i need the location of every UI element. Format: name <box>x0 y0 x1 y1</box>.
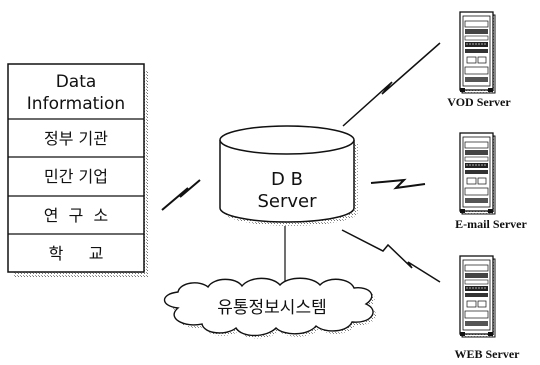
web-server-label: WEB Server <box>455 347 521 361</box>
db-server-label-line2: Server <box>257 191 317 212</box>
server-rack-icon <box>459 132 496 215</box>
vod-server-label: VOD Server <box>447 95 511 109</box>
row-private-company: 민간 기업 <box>44 167 108 186</box>
data-information-box: Data Information 정부 기관 민간 기업 연 구 소 학 교 <box>7 63 149 278</box>
server-rack-icon <box>459 11 496 94</box>
data-box-title-line1: Data <box>56 72 97 92</box>
lightning-link-icon <box>161 179 201 211</box>
row-research-institute: 연 구 소 <box>44 206 109 225</box>
row-school: 학 교 <box>49 244 104 263</box>
row-government: 정부 기관 <box>44 129 108 148</box>
db-server-label-line1: D B <box>271 169 303 190</box>
lightning-link-icon <box>370 178 426 190</box>
email-server-label: E-mail Server <box>455 217 527 231</box>
server-rack-icon <box>459 255 496 338</box>
cloud-label: 유통정보시스템 <box>217 298 326 318</box>
data-box-title-line2: Information <box>27 94 125 114</box>
lightning-link-icon <box>341 229 441 283</box>
cloud-icon: 유통정보시스템 <box>163 277 377 339</box>
database-cylinder-icon: D B Server <box>219 125 358 226</box>
lightning-link-icon <box>342 42 441 127</box>
